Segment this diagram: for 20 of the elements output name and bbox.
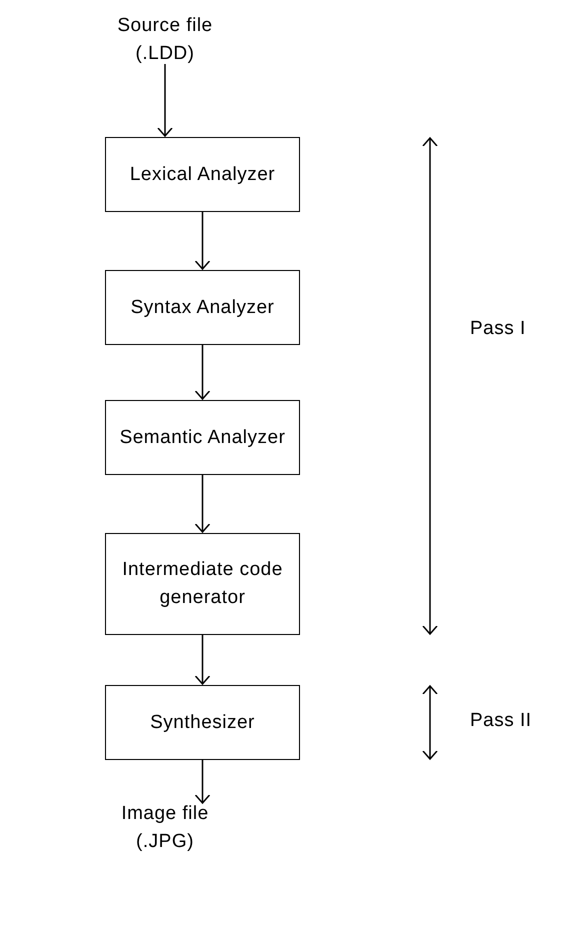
arrow [194, 635, 210, 685]
arrow [194, 760, 210, 804]
pass-label: Pass II [470, 710, 532, 732]
process-box [105, 400, 300, 475]
box-text: Semantic Analyzer [120, 426, 286, 450]
pass-label: Pass I [470, 318, 526, 340]
box-text: Image file (.JPG) [120, 802, 210, 854]
box-text: Intermediate code generator [121, 558, 284, 610]
process-box [105, 685, 300, 760]
arrow [194, 212, 210, 270]
arrow [157, 64, 173, 137]
process-box [105, 533, 300, 635]
process-box [105, 137, 300, 212]
arrow [194, 345, 210, 400]
box-text: Lexical Analyzer [130, 162, 276, 187]
process-box [105, 270, 300, 345]
arrow [194, 475, 210, 533]
box-text: Syntax Analyzer [130, 296, 274, 320]
box-text: Synthesizer [150, 710, 255, 735]
box-text: Source file (.LDD) [116, 14, 214, 66]
